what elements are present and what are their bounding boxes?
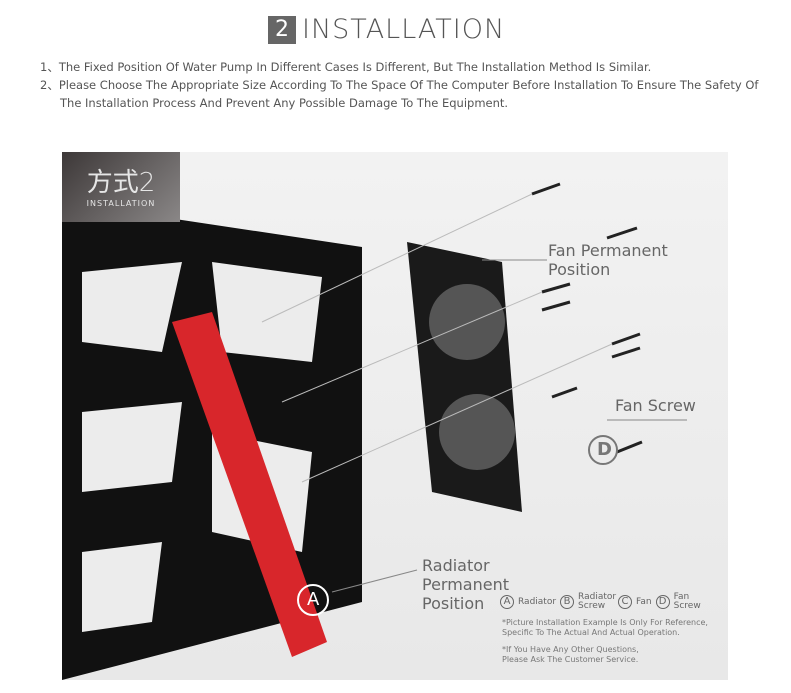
legend-c-label: Fan (636, 597, 652, 607)
legend-b-icon: B (560, 595, 575, 609)
marker-a: A (307, 589, 320, 610)
disclaimer-1: *Picture Installation Example Is Only Fo… (502, 618, 708, 637)
tag-title: 方式2 (86, 168, 156, 198)
fan-screw-label: Fan Screw (615, 396, 696, 415)
installation-tag: 方式2 INSTALLATION (62, 152, 180, 222)
radiator (172, 312, 327, 657)
disclaimer-2: *If You Have Any Other Questions, Please… (502, 645, 639, 664)
legend-c-icon: C (618, 595, 633, 609)
screws (531, 182, 643, 454)
installation-diagram (62, 182, 687, 680)
legend-d-label: Fan Screw (673, 592, 701, 611)
section-title: INSTALLATION (302, 14, 506, 45)
fans (407, 242, 522, 512)
marker-d: D (597, 439, 612, 460)
radiator-permanent-label: Radiator Permanent Position (422, 556, 510, 613)
section-number: 2 (268, 15, 296, 44)
legend-d-icon: D (655, 595, 670, 609)
section-header: 2 INSTALLATION (268, 14, 505, 45)
note-1: 1、The Fixed Position Of Water Pump In Di… (40, 60, 652, 74)
legend-b-label: Radiator Screw (578, 592, 617, 611)
fan-permanent-label: Fan Permanent Position (548, 241, 668, 279)
tag-subtitle: INSTALLATION (86, 199, 156, 208)
note-2: 2、Please Choose The Appropriate Size Acc… (40, 78, 759, 110)
installation-notes: 1、The Fixed Position Of Water Pump In Di… (40, 58, 760, 112)
legend-a-icon: A (500, 595, 514, 609)
legend-a-label: Radiator (518, 597, 557, 607)
